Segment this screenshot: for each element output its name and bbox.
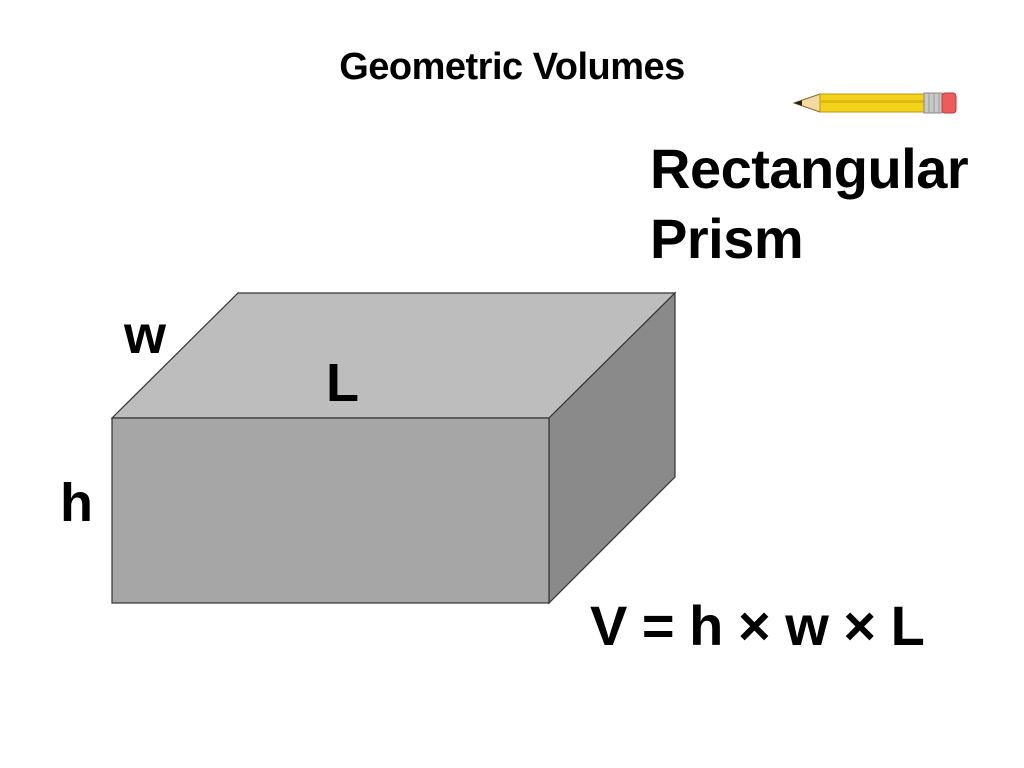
shape-name-line2: Prism [650, 207, 804, 270]
shape-name-line1: Rectangular [650, 137, 969, 200]
pencil-icon [792, 92, 957, 114]
height-label: h [60, 473, 93, 533]
prism-front-face [111, 417, 550, 604]
shape-name: Rectangular Prism [650, 134, 969, 274]
volume-formula: V = h × w × L [590, 594, 925, 657]
length-label: L [326, 353, 359, 413]
width-label: w [124, 305, 167, 365]
slide-title: Geometric Volumes [339, 46, 685, 88]
